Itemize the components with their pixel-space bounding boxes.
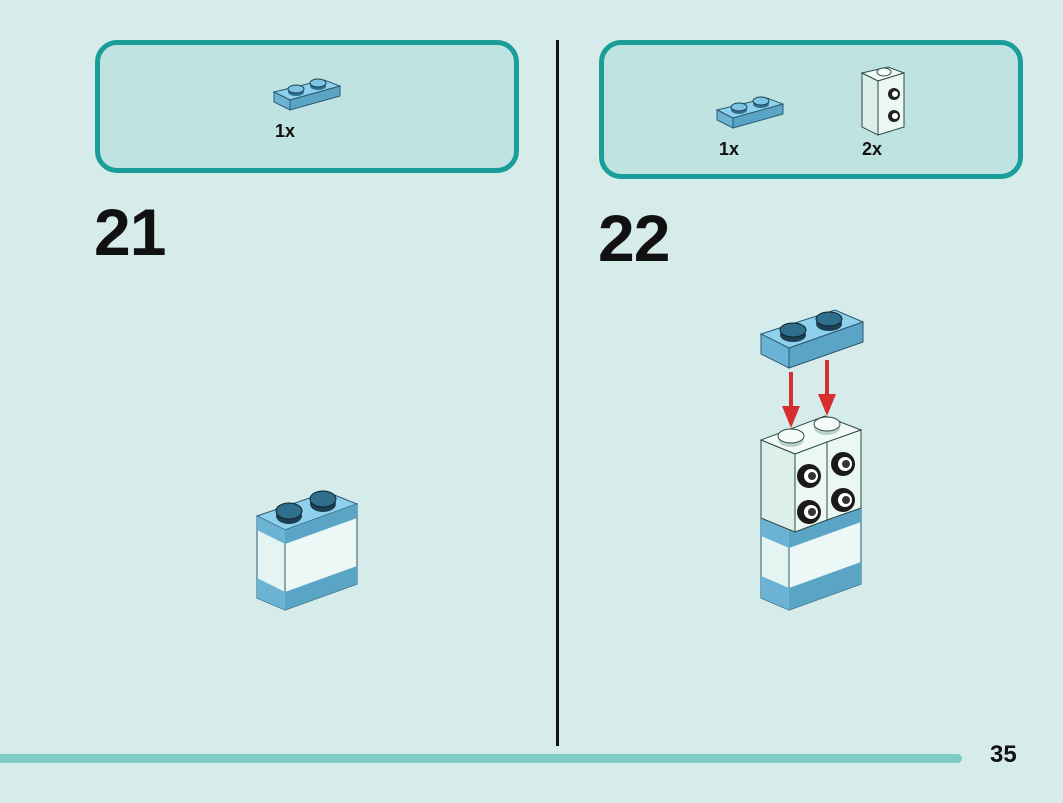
part-quantity: 1x: [719, 139, 740, 159]
part-quantity: 2x: [862, 139, 883, 159]
page-divider: [556, 40, 559, 746]
step-number: 21: [94, 195, 166, 269]
page-number: 35: [990, 741, 1017, 768]
brick-side-studs-white-icon: [860, 66, 906, 136]
model-step-22: [759, 309, 865, 611]
plate-1x2-blue-icon: [715, 96, 785, 129]
step-number: 22: [598, 201, 670, 275]
progress-bar: [0, 754, 962, 763]
plate-1x2-blue-icon: [272, 78, 342, 111]
part-quantity: 1x: [275, 121, 296, 141]
parts-list-step-22: [599, 40, 1023, 179]
model-step-21: [255, 490, 359, 611]
parts-list-step-21: [95, 40, 519, 173]
